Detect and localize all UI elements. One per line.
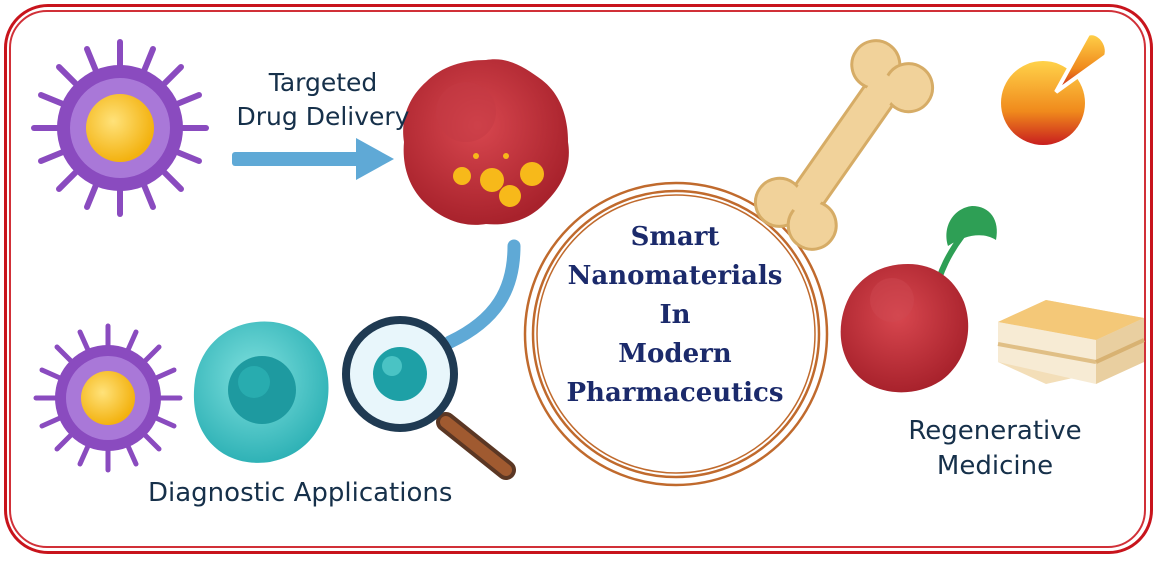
tumor-cell-icon [403,59,569,225]
inner-frame [9,10,1146,548]
center-title-line1: Smart [630,222,720,252]
targeted-label-line1: Targeted [268,68,378,97]
outer-frame [4,4,1153,554]
pill-icon [1001,31,1109,145]
sprout-cell-icon [840,206,997,393]
regen-label-line2: Medicine [936,451,1054,481]
magnifier-icon [342,316,516,480]
center-title-line4: Modern [618,339,732,369]
cell-icon [193,321,329,463]
targeted-label-line2: Drug Delivery [236,102,410,131]
diagnostic-applications-label: Diagnostic Applications [148,478,453,508]
scaffold-icon [997,300,1145,384]
bone-icon [753,39,935,251]
center-title-line3: In [659,300,691,330]
center-ring [523,181,829,487]
targeted-drug-delivery-label: Targeted Drug Delivery [208,66,438,134]
connector-curve-icon [443,239,521,349]
center-title: Smart Nanomaterials In Modern Pharmaceut… [540,218,810,413]
center-title-line2: Nanomaterials [567,261,783,291]
center-title-line5: Pharmaceutics [566,378,784,408]
regenerative-medicine-label: Regenerative Medicine [885,414,1105,484]
arrow-right-icon [232,138,394,180]
regen-label-line1: Regenerative [908,416,1082,446]
nanoparticle-icon [33,323,183,473]
nanoparticle-icon [31,39,209,217]
